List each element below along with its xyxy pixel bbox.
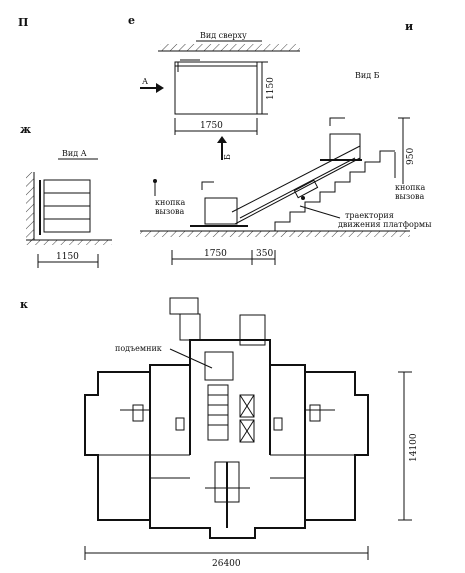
top-side-box (239, 314, 266, 346)
bath-fixture (132, 404, 144, 422)
dim-top-height: 1150 (266, 77, 276, 100)
carriage (293, 179, 319, 199)
call-button-right-label-2: вызова (395, 192, 425, 201)
top-box (169, 297, 199, 315)
dim-va-width: 1150 (56, 252, 79, 262)
floor-plan: подъемник 14100 26400 (84, 297, 419, 569)
lower-platform (204, 197, 238, 225)
bath-fixture (175, 417, 185, 431)
lower-handle (201, 181, 214, 190)
top-view-title: Вид сверху (200, 31, 247, 40)
rail-lower (234, 157, 361, 225)
view-b-title: Вид Б (355, 71, 380, 80)
floor-a-hatch (26, 240, 112, 245)
carriage-wheel (301, 196, 305, 200)
stair-steps (274, 150, 395, 231)
arrow-a-head (156, 83, 164, 93)
dim-plan-height: 14100 (409, 433, 419, 462)
elevator-2 (239, 419, 255, 443)
call-button-left-icon (153, 179, 157, 183)
panel-letter-e: е (128, 14, 135, 27)
bath-fixture (309, 404, 321, 422)
dim-top-width: 1750 (200, 121, 223, 131)
panel-letter-p: П (18, 16, 28, 29)
call-button-right-label: кнопка (395, 183, 425, 192)
elevator-1 (239, 394, 255, 418)
trajectory-label-2: движения платформы (338, 220, 432, 229)
rail-upper (231, 145, 361, 213)
lift-label: подъемник (115, 344, 162, 353)
stair-flight (207, 384, 229, 441)
upper-handle (329, 117, 345, 126)
dim-vb-len: 1750 (204, 249, 227, 259)
panel-letter-k: к (20, 298, 28, 311)
elevator-cross (239, 394, 255, 418)
lift-leader (169, 348, 213, 369)
panel-letter-i: и (405, 20, 413, 33)
platform-outline (174, 61, 258, 115)
elevator-cross (239, 419, 255, 443)
rail-mid (239, 157, 356, 219)
dim-plan-width: 26400 (212, 559, 241, 569)
view-a-title: Вид А (62, 149, 87, 158)
lift-shaft (204, 351, 234, 381)
wall-a-hatch (26, 172, 34, 242)
call-button-left-label: кнопка (155, 198, 185, 207)
panel-letter-zh: ж (20, 123, 31, 136)
ground-hatch (140, 231, 410, 237)
arrow-b-head (217, 136, 227, 143)
arrow-b-label: Б (223, 154, 232, 160)
top-shaft (179, 313, 201, 341)
building-outline (84, 339, 369, 539)
dim-vb-gap: 350 (256, 249, 273, 259)
call-button-left-label-2: вызова (155, 207, 185, 216)
view-a: Вид А 1150 (26, 149, 112, 268)
bath-fixture (273, 417, 283, 431)
top-view: Вид сверху 1150 1750 А Б (140, 31, 300, 160)
wall-hatch (160, 44, 300, 51)
upper-platform (329, 133, 361, 161)
trajectory-label: траектория (345, 211, 394, 220)
dim-vb-height: 950 (406, 148, 416, 165)
trajectory-leader (299, 205, 341, 219)
arrow-a-label: А (142, 77, 148, 86)
view-b: Вид Б кнопка вызова кнопка вызова траект… (140, 71, 432, 265)
